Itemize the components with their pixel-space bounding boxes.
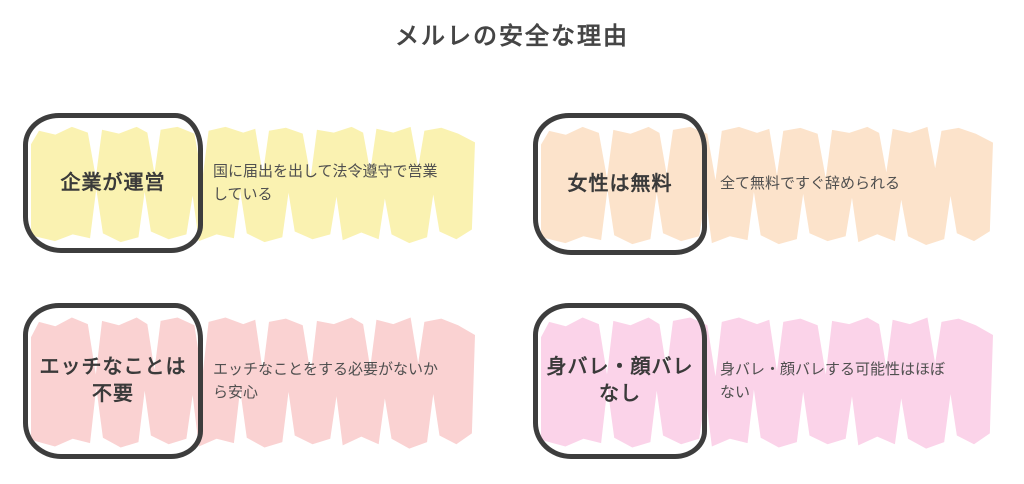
card-description-line: 身バレ・顔バレする可能性はほぼ bbox=[720, 361, 946, 378]
card-label-line: エッチなことは bbox=[39, 356, 187, 378]
card-description: 国に届出を出して法令遵守で営業 している bbox=[213, 160, 475, 206]
card-description: エッチなことをする必要がないか ら安心 bbox=[213, 358, 475, 404]
card-description: 身バレ・顔バレする可能性はほぼ ない bbox=[720, 358, 990, 404]
card-no-sexual-acts-required: エッチなことは 不要 エッチなことをする必要がないか ら安心 bbox=[23, 303, 475, 459]
card-label: 身バレ・顔バレ なし bbox=[547, 354, 694, 408]
card-description-line: ない bbox=[720, 384, 751, 401]
highlight-band bbox=[541, 126, 993, 246]
card-company-operated: 企業が運営 国に届出を出して法令遵守で営業 している bbox=[23, 113, 475, 253]
card-description-line: 国に届出を出して法令遵守で営業 bbox=[213, 163, 438, 180]
card-label: 女性は無料 bbox=[568, 171, 673, 198]
highlight-band bbox=[31, 126, 475, 244]
card-label: 企業が運営 bbox=[61, 170, 166, 197]
highlight-band bbox=[31, 317, 475, 449]
card-description-line: エッチなことをする必要がないか bbox=[213, 361, 439, 378]
card-box: 企業が運営 bbox=[23, 113, 203, 253]
card-label-line: 不要 bbox=[92, 383, 134, 405]
card-label-line: 企業が運営 bbox=[60, 171, 166, 194]
card-description: 全て無料ですぐ辞められる bbox=[720, 172, 990, 195]
card-box: 女性は無料 bbox=[533, 113, 707, 255]
diagram-title: メルレの安全な理由 bbox=[395, 23, 629, 50]
card-box: 身バレ・顔バレ なし bbox=[533, 303, 707, 459]
card-description-line: 全て無料ですぐ辞められる bbox=[720, 175, 901, 192]
card-label-line: 身バレ・顔バレ bbox=[546, 356, 694, 378]
card-description-line: ら安心 bbox=[213, 384, 259, 401]
card-no-identity-or-face-exposure: 身バレ・顔バレ なし 身バレ・顔バレする可能性はほぼ ない bbox=[533, 303, 993, 459]
card-description-line: している bbox=[213, 186, 273, 203]
highlight-band bbox=[541, 317, 993, 449]
card-women-free: 女性は無料 全て無料ですぐ辞められる bbox=[533, 113, 993, 255]
card-label-line: なし bbox=[599, 383, 641, 405]
card-box: エッチなことは 不要 bbox=[23, 303, 203, 459]
card-label-line: 女性は無料 bbox=[567, 172, 673, 195]
card-label: エッチなことは 不要 bbox=[40, 354, 187, 408]
